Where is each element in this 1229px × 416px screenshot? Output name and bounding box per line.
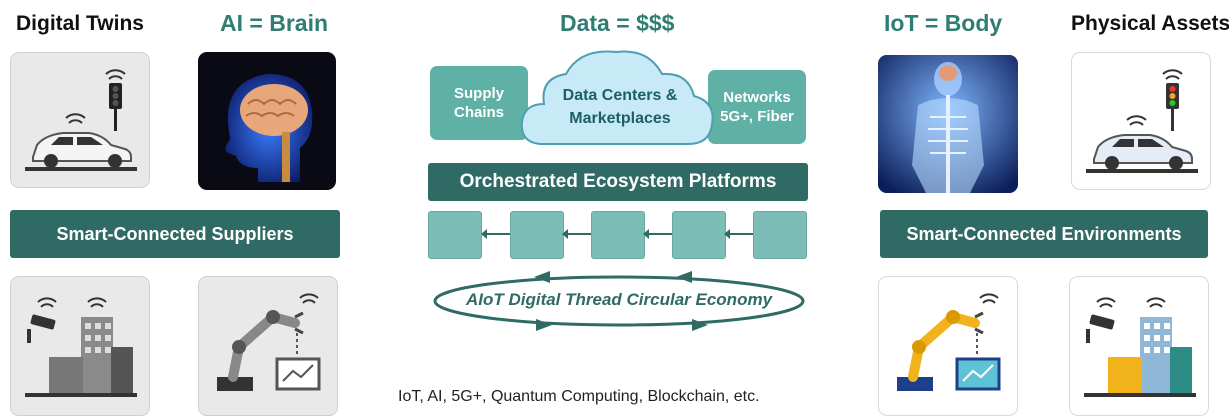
platform-block bbox=[753, 211, 807, 259]
cloud-label: Data Centers & Marketplaces bbox=[562, 87, 678, 128]
header-digital-twins: Digital Twins bbox=[16, 12, 144, 35]
smart-factory-tile bbox=[1069, 276, 1209, 416]
car-traffic-icon bbox=[25, 69, 137, 171]
ai-brain-tile bbox=[198, 52, 336, 190]
double-arrow bbox=[724, 229, 760, 239]
platform-block bbox=[672, 211, 726, 259]
platform-block bbox=[591, 211, 645, 259]
technologies-footer: IoT, AI, 5G+, Quantum Computing, Blockch… bbox=[398, 388, 760, 405]
header-iot-body: IoT = Body bbox=[884, 10, 1003, 36]
car-traffic-icon bbox=[1086, 69, 1198, 173]
robot-arm-icon bbox=[217, 293, 321, 391]
robot-arm-tile bbox=[198, 276, 338, 416]
double-arrow bbox=[643, 229, 679, 239]
networks-box: Networks 5G+, Fiber bbox=[708, 70, 806, 144]
smart-factory-tile bbox=[10, 276, 150, 416]
robot-arm-tile bbox=[878, 276, 1018, 416]
physical-car-tile bbox=[1071, 52, 1211, 190]
header-physical-assets: Physical Assets bbox=[1071, 12, 1229, 35]
brain-head-icon bbox=[225, 74, 313, 182]
platform-block bbox=[428, 211, 482, 259]
smart-connected-suppliers-bar: Smart-Connected Suppliers bbox=[10, 210, 340, 258]
platform-bar: Orchestrated Ecosystem Platforms bbox=[428, 163, 808, 201]
header-data: Data = $$$ bbox=[560, 10, 675, 36]
factory-camera-icon bbox=[1084, 297, 1196, 397]
platform-block bbox=[510, 211, 564, 259]
circular-economy-label: AIoT Digital Thread Circular Economy bbox=[465, 290, 773, 309]
cloud-shape bbox=[520, 50, 714, 145]
header-ai-brain: AI = Brain bbox=[220, 10, 329, 36]
car-traffic-tile bbox=[10, 52, 150, 188]
iot-body-tile bbox=[878, 55, 1018, 193]
double-arrow bbox=[562, 229, 598, 239]
circular-economy-loop bbox=[433, 271, 805, 331]
human-body-icon bbox=[878, 55, 1018, 193]
double-arrow bbox=[481, 229, 517, 239]
factory-camera-icon bbox=[25, 297, 137, 397]
smart-connected-environments-bar: Smart-Connected Environments bbox=[880, 210, 1208, 258]
supply-chains-box: Supply Chains bbox=[430, 66, 528, 140]
robot-arm-icon bbox=[897, 293, 1001, 391]
